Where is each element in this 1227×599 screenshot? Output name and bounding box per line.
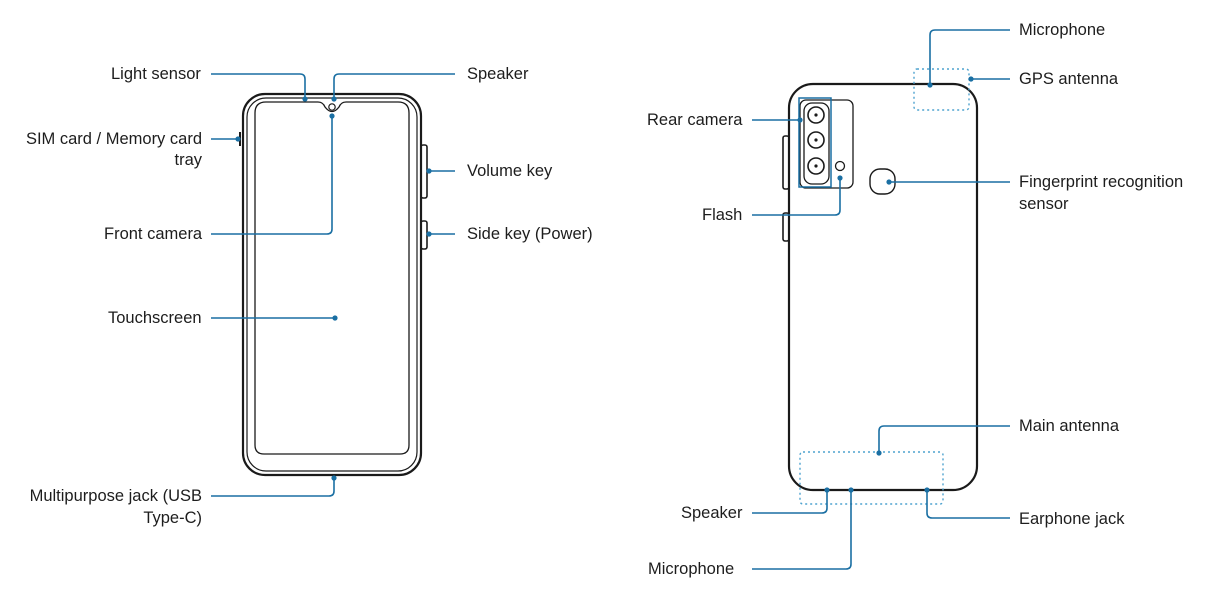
rear-lens-2 (807, 131, 825, 149)
label-gps-antenna: GPS antenna (1019, 70, 1119, 88)
leader-top-microphone (929, 29, 1010, 84)
dot-earphone-jack (924, 487, 930, 493)
label-back-speaker: Speaker (681, 504, 743, 522)
label-multipurpose-jack-line2: Type-C) (143, 509, 202, 527)
dot-side-key (426, 231, 432, 237)
back-phone (782, 82, 979, 492)
front-camera-lens (328, 103, 336, 111)
front-phone (239, 92, 428, 477)
label-front-speaker: Speaker (467, 65, 529, 83)
label-flash: Flash (702, 206, 743, 224)
dot-rear-camera (797, 117, 803, 123)
label-volume-key: Volume key (467, 162, 553, 180)
label-fingerprint-line1: Fingerprint recognition (1019, 173, 1184, 191)
front-leader-dots (235, 96, 432, 481)
label-side-key: Side key (Power) (467, 225, 593, 243)
label-sim-tray-line2: tray (174, 151, 202, 169)
dot-bottom-microphone (848, 487, 854, 493)
dot-fingerprint (886, 179, 892, 185)
back-phone-body (787, 82, 979, 492)
leader-earphone-jack (926, 492, 1010, 519)
leader-back-speaker (752, 492, 828, 514)
label-bottom-microphone: Microphone (648, 560, 735, 578)
front-screen-outline (254, 101, 410, 455)
label-fingerprint-line2: sensor (1019, 195, 1069, 213)
antenna-regions (799, 68, 970, 505)
dot-multipurpose-jack (331, 475, 337, 481)
dot-flash (837, 175, 843, 181)
leader-flash (752, 179, 841, 216)
dot-touchscreen (332, 315, 338, 321)
dot-light-sensor (302, 96, 308, 102)
label-sim-tray-line1: SIM card / Memory card (25, 130, 202, 148)
label-light-sensor: Light sensor (111, 65, 201, 83)
label-multipurpose-jack-line1: Multipurpose jack (USB (29, 487, 202, 505)
label-earphone-jack: Earphone jack (1019, 510, 1125, 528)
dot-sim-tray (235, 136, 241, 142)
back-side-key-shape (782, 212, 790, 242)
flash-shape (834, 160, 846, 172)
leader-front-camera (211, 117, 333, 235)
rear-lens-3 (807, 157, 825, 175)
leader-light-sensor (211, 73, 306, 97)
dot-main-antenna (876, 450, 882, 456)
camera-lens-column (803, 102, 830, 185)
label-rear-camera: Rear camera (647, 111, 743, 129)
dot-volume-key (426, 168, 432, 174)
back-leader-dots (797, 76, 974, 493)
back-leaders (752, 29, 1010, 570)
dot-front-camera (329, 113, 335, 119)
dot-back-speaker (824, 487, 830, 493)
rear-lens-1 (807, 106, 825, 124)
dot-front-speaker (331, 96, 337, 102)
label-main-antenna: Main antenna (1019, 417, 1119, 435)
camera-module (799, 99, 854, 189)
rear-lens-1-center (814, 113, 818, 117)
front-leaders (211, 73, 455, 497)
label-front-camera: Front camera (104, 225, 203, 243)
label-top-microphone: Microphone (1019, 21, 1106, 39)
leader-main-antenna (878, 425, 1010, 452)
dot-top-microphone (927, 82, 933, 88)
gps-antenna-region (913, 68, 970, 111)
rear-camera-highlight (798, 97, 832, 188)
main-antenna-region (799, 451, 944, 505)
rear-lens-centers (814, 113, 818, 168)
rear-lens-3-center (814, 164, 818, 168)
dot-gps-antenna (968, 76, 974, 82)
front-phone-outer-body (241, 92, 423, 477)
rear-lens-2-center (814, 138, 818, 142)
leader-bottom-microphone (752, 492, 852, 570)
label-touchscreen: Touchscreen (108, 309, 202, 327)
leader-multipurpose-jack (211, 480, 335, 497)
back-volume-key-shape (782, 135, 790, 190)
leader-front-speaker (333, 73, 455, 97)
